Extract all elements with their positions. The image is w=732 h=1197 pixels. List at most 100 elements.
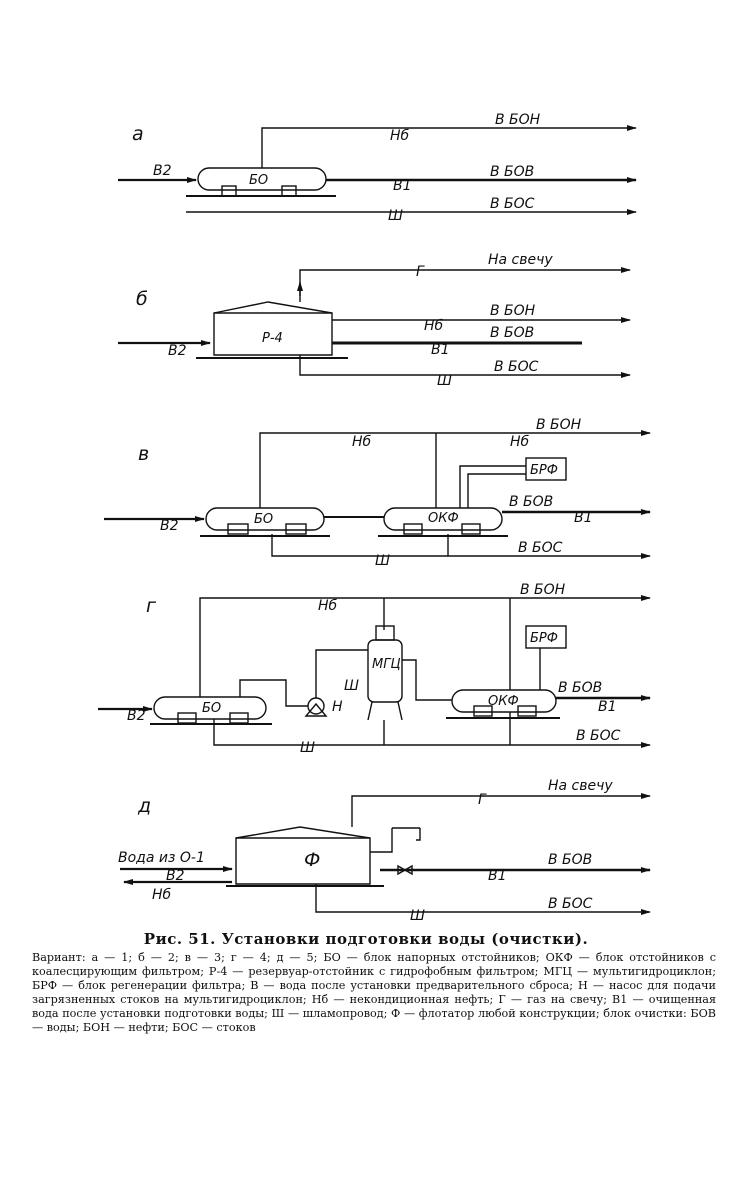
sludge-code-d: Ш bbox=[410, 908, 425, 924]
inlet-note-d: Вода из О-1 bbox=[118, 850, 205, 866]
riser-loop-d bbox=[416, 828, 421, 841]
inlet-label-b: В2 bbox=[168, 343, 187, 359]
inlet-label-g: В2 bbox=[127, 708, 146, 724]
oil-code-a: Нб bbox=[390, 128, 410, 144]
line-pump-mgc bbox=[315, 649, 368, 698]
gas-dest-b: На свечу bbox=[488, 252, 553, 268]
water-code-b: В1 bbox=[431, 342, 450, 358]
oil-line-v bbox=[259, 430, 651, 508]
brf-line-v1 bbox=[459, 465, 526, 508]
gas-code-d: Г bbox=[478, 792, 487, 808]
line-mgc-okf bbox=[402, 659, 452, 701]
brf-box-g bbox=[525, 625, 567, 649]
water-code-v: В1 bbox=[574, 510, 593, 526]
panel-a: а В2 БО Нб В БОН В1 В БОВ Ш В БОС bbox=[118, 112, 637, 224]
bo-support-v2 bbox=[285, 523, 307, 535]
okf-tank-v bbox=[383, 507, 503, 531]
variant-label-g: г bbox=[146, 595, 157, 617]
flotator-tank bbox=[235, 826, 371, 885]
sludge-dest-v: В БОС bbox=[518, 540, 563, 556]
panel-v: в В2 БО ОКФ БРФ Нб Нб В БОН В1 В Б bbox=[104, 417, 651, 569]
sludge-code-b: Ш bbox=[437, 373, 452, 389]
oil-dest-g: В БОН bbox=[520, 582, 566, 598]
mgc-label: МГЦ bbox=[372, 657, 401, 672]
water-dest-d: В БОВ bbox=[548, 852, 592, 868]
inlet-label-d: В2 bbox=[166, 868, 185, 884]
bo-label-v: БО bbox=[254, 512, 273, 527]
variant-label-v: в bbox=[138, 443, 149, 465]
okf-support-v2 bbox=[461, 523, 481, 535]
sludge-dest-b: В БОС bbox=[494, 359, 539, 375]
oil-line-a bbox=[261, 125, 637, 168]
oil-code-v1: Нб bbox=[352, 434, 372, 450]
water-dest-b: В БОВ bbox=[490, 325, 534, 341]
water-dest-a: В БОВ bbox=[490, 164, 534, 180]
okf-support-g2 bbox=[517, 705, 537, 717]
figure-legend: Вариант: а — 1; б — 2; в — 3; г — 4; д —… bbox=[32, 951, 716, 1034]
bo-support-v1 bbox=[227, 523, 249, 535]
line-bo-pump bbox=[239, 679, 308, 707]
pump-label: Н bbox=[332, 699, 343, 715]
okf-label-g: ОКФ bbox=[488, 694, 519, 709]
sludge-code-v: Ш bbox=[375, 553, 390, 569]
r4-tank bbox=[213, 301, 333, 356]
flotator-label: Ф bbox=[304, 849, 320, 871]
bo-label-a: БО bbox=[249, 173, 268, 188]
oil-dest-b: В БОН bbox=[490, 303, 536, 319]
water-dest-v: В БОВ bbox=[509, 494, 553, 510]
okf-label-v: ОКФ bbox=[428, 511, 459, 526]
valve-d bbox=[397, 864, 413, 876]
sludge-line-b bbox=[299, 355, 631, 378]
okf-support-v1 bbox=[403, 523, 423, 535]
mgc-leg1 bbox=[367, 701, 373, 721]
gas-line-b bbox=[299, 267, 631, 302]
sludge-dest-d: В БОС bbox=[548, 896, 593, 912]
oil-code-g: Нб bbox=[318, 598, 338, 614]
panel-g: г В2 БО Нб В БОН Н МГЦ Ш bbox=[98, 582, 651, 756]
gas-dest-d: На свечу bbox=[548, 778, 613, 794]
water-code-d: В1 bbox=[488, 868, 507, 884]
variant-label-a: а bbox=[132, 123, 144, 145]
sludge-code-a: Ш bbox=[388, 208, 403, 224]
bo-label-g: БО bbox=[202, 701, 221, 716]
sludge-code-g: Ш bbox=[300, 740, 315, 756]
oil-code-b: Нб bbox=[424, 318, 444, 334]
sludge-line-v-bo bbox=[271, 534, 448, 557]
sludge-line-g bbox=[213, 719, 651, 748]
water-code-g: В1 bbox=[598, 699, 617, 715]
return-label-d: Нб bbox=[152, 887, 172, 903]
oil-code-v2: Нб bbox=[510, 434, 530, 450]
oil-dest-a: В БОН bbox=[495, 112, 541, 128]
sludge-line-d bbox=[315, 884, 651, 915]
mgc-cap bbox=[375, 625, 395, 641]
water-code-a: В1 bbox=[393, 178, 412, 194]
panel-d: д Вода из О-1 В2 Нб Ф Г На свечу В1 В БО… bbox=[118, 778, 651, 924]
inlet-label-a: В2 bbox=[153, 163, 172, 179]
water-treatment-diagram: а В2 БО Нб В БОН В1 В БОВ Ш В БОС б В2 bbox=[98, 112, 651, 924]
panel-b: б В2 Р-4 Г На свечу Нб В БОН В1 В БОВ Ш … bbox=[118, 252, 631, 389]
bo-support-g2 bbox=[229, 712, 249, 724]
water-dest-g: В БОВ bbox=[558, 680, 602, 696]
brf-label-v: БРФ bbox=[530, 463, 558, 478]
bo-tank-v bbox=[205, 507, 325, 531]
bo-support-a1 bbox=[221, 185, 237, 197]
sludge-dest-a: В БОС bbox=[490, 196, 535, 212]
riser-d bbox=[370, 828, 393, 853]
pump-base bbox=[304, 702, 328, 717]
bo-support-a2 bbox=[281, 185, 297, 197]
oil-line-g bbox=[199, 595, 651, 697]
gas-code-b: Г bbox=[416, 264, 425, 280]
bo-tank-g bbox=[153, 696, 267, 720]
oil-dest-v: В БОН bbox=[536, 417, 582, 433]
figure-caption: Рис. 51. Установки подготовки воды (очис… bbox=[143, 930, 589, 948]
okf-tank-g bbox=[451, 689, 557, 713]
okf-support-g1 bbox=[473, 705, 493, 717]
variant-label-d: д bbox=[137, 795, 151, 817]
brf-label-g: БРФ bbox=[530, 631, 558, 646]
inlet-label-v: В2 bbox=[160, 518, 179, 534]
mgc-leg2 bbox=[397, 701, 403, 721]
variant-label-b: б bbox=[136, 288, 148, 310]
brf-box-v bbox=[525, 457, 567, 481]
r4-label: Р-4 bbox=[262, 331, 283, 346]
mgc-sludge-label: Ш bbox=[344, 678, 359, 694]
